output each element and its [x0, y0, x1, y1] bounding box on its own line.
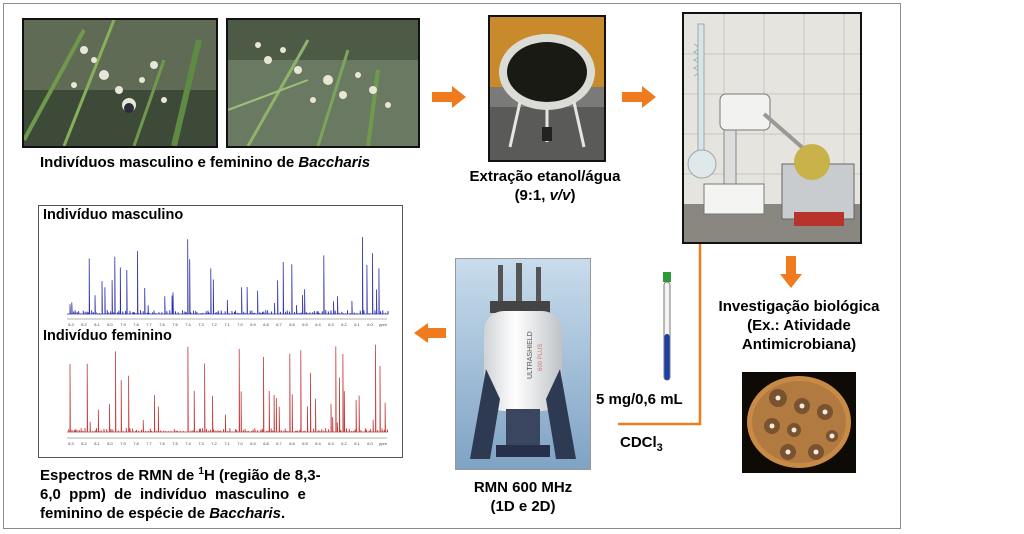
extraction-caption: Extração etanol/água (9:1, v/v)	[469, 168, 621, 204]
spectrum-tick-label: 7.0	[237, 322, 243, 327]
arrow-to-spectra	[414, 323, 446, 343]
nmr-spectra-panel: Indivíduo masculino Indivíduo feminino 8…	[38, 205, 403, 458]
nmr-spectrometer-photo: ULTRASHIELD 600 PLUS	[455, 258, 591, 470]
female-plant-photo	[226, 18, 420, 148]
spectrum-tick-label: 7.3	[198, 441, 204, 446]
spectrum-tick-label: 7.0	[237, 441, 243, 446]
spectrum-tick-label: 6.3	[328, 322, 334, 327]
spectrum-tick-label: 6.0	[367, 441, 373, 446]
spectrum-tick-label: 7.4	[185, 441, 191, 446]
connector-line	[618, 244, 702, 426]
spectrum-tick-label: 8.3	[68, 322, 74, 327]
spectrum-tick-label: 6.2	[341, 441, 347, 446]
spectrum-tick-label: 8.0	[107, 441, 113, 446]
male-plant-photo	[22, 18, 218, 148]
petri-dish-photo	[742, 372, 856, 473]
spectrum-tick-label: 6.7	[276, 322, 282, 327]
spectrum-tick-label: 7.8	[133, 322, 139, 327]
figure-frame	[3, 3, 901, 529]
solvent-label: CDCl3	[620, 434, 663, 454]
spectrum-trace	[67, 344, 389, 433]
spectrum-tick-label: 6.9	[250, 322, 256, 327]
spectrum-tick-label: 7.2	[211, 441, 217, 446]
plants-caption: Indivíduos masculino e feminino de Bacch…	[40, 154, 371, 171]
spectrum-tick-label: ppm	[379, 322, 387, 327]
spectrum-tick-label: 6.6	[289, 322, 295, 327]
spectrum-tick-label: 6.8	[263, 441, 269, 446]
arrow-to-extraction	[432, 86, 466, 108]
male-spectrum: 8.3 8.2 8.1 8.0 7.9 7.8 7.7 7.6 7.5 7.4 7.3 7.2 7.1 7…	[67, 237, 389, 327]
spectrum-tick-label: 6.7	[276, 441, 282, 446]
spectrum-tick-label: 8.2	[81, 441, 87, 446]
spectrum-tick-label: 7.3	[198, 322, 204, 327]
spectrum-trace	[67, 237, 389, 315]
spectrum-tick-label: 7.1	[224, 441, 230, 446]
spectrum-tick-label: 8.0	[107, 322, 113, 327]
spectrum-tick-label: 6.1	[354, 441, 360, 446]
male-spectrum-label: Indivíduo masculino	[43, 207, 184, 223]
magnet-brand-text: ULTRASHIELD	[527, 331, 534, 379]
arrow-to-evaporator	[622, 86, 656, 108]
magnet-model-text: 600 PLUS	[538, 344, 544, 371]
nmr-caption: RMN 600 MHz (1D e 2D)	[473, 479, 573, 515]
spectrum-tick-label: 6.2	[341, 322, 347, 327]
female-spectrum-label: Indivíduo feminino	[43, 328, 172, 344]
spectrum-tick-label: 6.1	[354, 322, 360, 327]
extraction-photo	[488, 15, 606, 162]
sample-amount-label: 5 mg/0,6 mL	[596, 391, 683, 408]
bio-investigation-caption: Investigação biológica (Ex.: Atividade A…	[718, 298, 880, 353]
spectrum-tick-label: 6.4	[315, 441, 321, 446]
spectrum-tick-label: 7.1	[224, 322, 230, 327]
nmr-tube-icon	[663, 272, 671, 381]
spectrum-tick-label: 7.5	[172, 322, 178, 327]
spectrum-tick-label: 8.1	[94, 441, 100, 446]
spectrum-tick-label: 7.9	[120, 441, 126, 446]
spectrum-tick-label: 8.1	[94, 322, 100, 327]
spectrum-tick-label: 8.2	[81, 322, 87, 327]
spectrum-tick-label: ppm	[379, 441, 387, 446]
spectrum-tick-label: 6.4	[315, 322, 321, 327]
spectrum-tick-label: 7.6	[159, 441, 165, 446]
spectrum-tick-label: 7.9	[120, 322, 126, 327]
spectrum-tick-label: 6.6	[289, 441, 295, 446]
spectra-caption: Espectros de RMN de 1H (região de 8,3- 6…	[40, 466, 321, 522]
spectrum-tick-label: 6.3	[328, 441, 334, 446]
spectrum-tick-label: 6.8	[263, 322, 269, 327]
spectrum-tick-label: 7.4	[185, 322, 191, 327]
spectrum-tick-label: 6.5	[302, 441, 308, 446]
rotary-evaporator-photo	[682, 12, 862, 244]
female-spectrum: 8.3 8.2 8.1 8.0 7.9 7.8 7.7 7.6 7.5 7.4 7.3 7.2 7.1 7…	[67, 344, 389, 446]
spectrum-tick-label: 7.7	[146, 441, 152, 446]
spectrum-tick-label: 8.3	[68, 441, 74, 446]
spectrum-tick-label: 6.5	[302, 322, 308, 327]
spectrum-tick-label: 7.7	[146, 322, 152, 327]
spectrum-tick-label: 7.8	[133, 441, 139, 446]
spectrum-tick-label: 7.2	[211, 322, 217, 327]
spectrum-tick-label: 6.0	[367, 322, 373, 327]
spectrum-tick-label: 7.6	[159, 322, 165, 327]
arrow-to-bioassay	[780, 256, 802, 288]
spectrum-tick-label: 7.5	[172, 441, 178, 446]
spectrum-tick-label: 6.9	[250, 441, 256, 446]
